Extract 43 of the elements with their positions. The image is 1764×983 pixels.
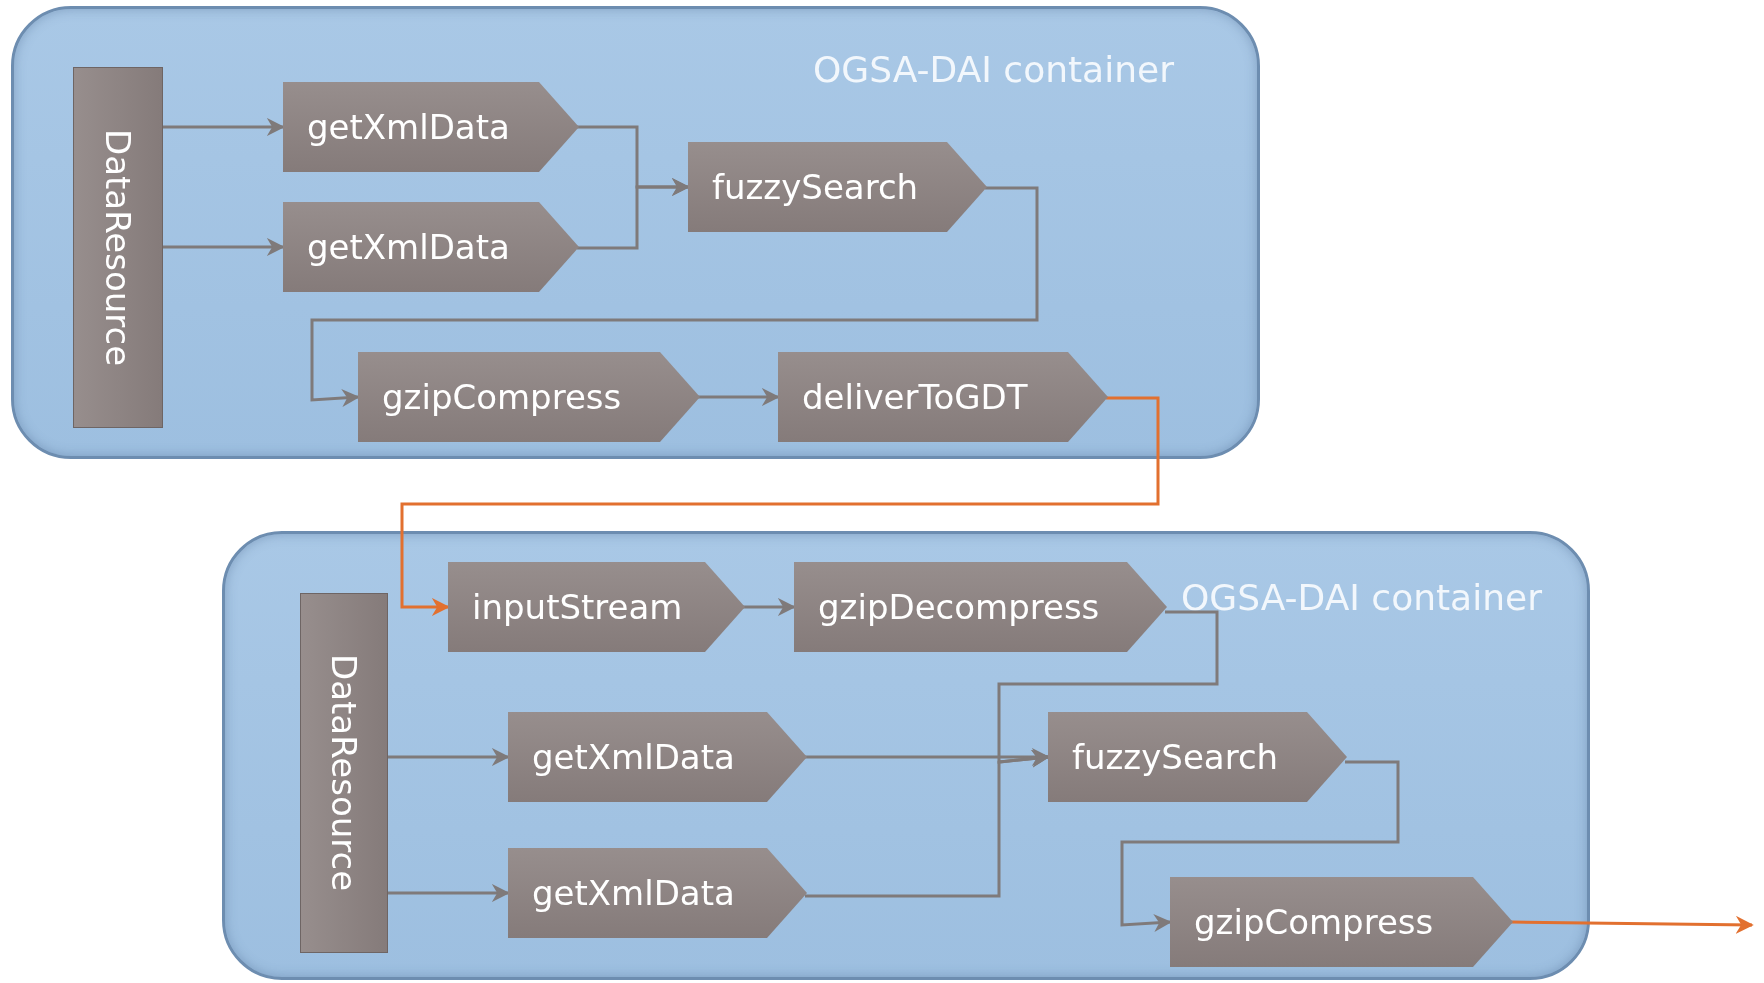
container-panel (11, 6, 1260, 459)
connector-arrow (805, 748, 1050, 766)
activity-label: gzipCompress (382, 377, 622, 417)
activity-label: getXmlData (307, 227, 510, 267)
process-step (508, 848, 807, 938)
process-step (1048, 712, 1347, 802)
process-step (794, 562, 1167, 652)
connector-arrow (577, 178, 690, 250)
connector-arrow (698, 388, 780, 406)
process-step (1170, 877, 1513, 967)
connector-arrow (163, 118, 285, 136)
container-title: OGSA-DAI container (813, 49, 1174, 90)
process-step (688, 142, 987, 232)
container-title: OGSA-DAI container (1181, 577, 1542, 618)
activity-label: inputStream (472, 587, 683, 627)
connector-arrow (163, 238, 285, 256)
activity-label: getXmlData (532, 873, 735, 913)
connector-arrow (388, 884, 510, 902)
process-step (283, 82, 579, 172)
activity-label: getXmlData (532, 737, 735, 777)
process-step (358, 352, 700, 442)
process-step (283, 202, 579, 292)
activity-label: fuzzySearch (1072, 737, 1279, 777)
activity-label: fuzzySearch (712, 167, 919, 207)
activity-label: deliverToGDT (802, 377, 1028, 417)
process-step (508, 712, 807, 802)
connector-arrow (310, 186, 1039, 408)
activity-label: getXmlData (307, 107, 510, 147)
activity-label: DataResource (98, 128, 138, 367)
connector-arrow (400, 396, 1160, 616)
resource-bar (300, 593, 388, 953)
connector-arrow (805, 749, 1050, 898)
activity-label: gzipCompress (1194, 902, 1434, 942)
activity-label: DataResource (324, 654, 364, 892)
connector-arrow (1120, 760, 1400, 932)
container-panel (222, 531, 1590, 980)
resource-bar (73, 67, 163, 428)
connector-arrow (1510, 915, 1754, 934)
connector-arrow (388, 748, 510, 766)
connector-arrow (743, 598, 796, 616)
process-step (778, 352, 1108, 442)
activity-label: gzipDecompress (818, 587, 1100, 627)
process-step (448, 562, 745, 652)
